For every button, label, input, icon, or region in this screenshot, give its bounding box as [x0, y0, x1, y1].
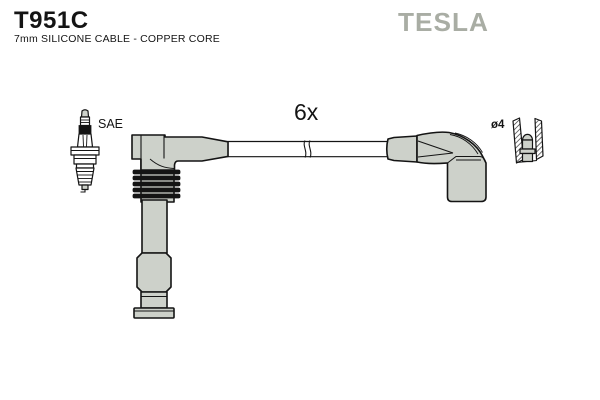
- plug-flange: [70, 146, 100, 156]
- right-boot-mold-line: [454, 132, 483, 153]
- terminal-stud-body: [521, 139, 534, 150]
- left-boot: [131, 134, 229, 319]
- cable-break-mark: [308, 140, 312, 158]
- spark-plug-icon: [70, 109, 100, 193]
- right-boot-ridge: [447, 155, 487, 164]
- terminal-stud-base: [521, 152, 534, 163]
- part-number: T951C: [14, 7, 89, 34]
- left-boot-neck: [140, 291, 168, 309]
- cable: [227, 140, 389, 158]
- right-boot-body: [416, 131, 487, 203]
- right-boot: [385, 131, 487, 203]
- left-boot-shaft: [141, 199, 168, 254]
- terminal-stud-dome: [521, 133, 534, 141]
- sae-label: SAE: [98, 117, 123, 131]
- plug-threads: [75, 167, 95, 186]
- terminal-connector-drawing: [512, 117, 544, 164]
- left-boot-bulge: [136, 252, 172, 293]
- terminal-cup-right-wall: [534, 117, 544, 161]
- brand-logo: TESLA: [398, 7, 489, 37]
- left-boot-fin: [132, 169, 181, 175]
- right-boot-mold-line: [449, 134, 479, 155]
- right-boot-sleeve: [385, 135, 418, 163]
- quantity-label: 6x: [294, 99, 319, 125]
- left-boot-fin: [132, 187, 181, 193]
- left-boot-arm: [131, 134, 229, 171]
- left-boot-foot: [133, 307, 175, 319]
- cable-break-mark: [303, 140, 307, 158]
- plug-post: [79, 116, 91, 127]
- plug-hex: [73, 154, 97, 165]
- left-boot-fin: [132, 181, 181, 187]
- plug-insulator: [76, 133, 94, 148]
- diameter-label: ø4: [491, 119, 505, 131]
- left-boot-elbow-seam: [149, 158, 175, 169]
- terminal-stud-flange: [519, 148, 536, 155]
- plug-tip: [81, 184, 89, 191]
- plug-terminal-nub: [80, 109, 90, 118]
- plug-electrode: [80, 189, 86, 193]
- plug-insulator-band: [78, 125, 92, 135]
- part-description: 7mm SILICONE CABLE - COPPER CORE: [14, 33, 220, 45]
- left-boot-fin: [132, 193, 181, 199]
- left-boot-fin: [132, 175, 181, 181]
- ignition-cable-drawing: [131, 131, 487, 319]
- right-boot-entry-seam: [417, 140, 454, 158]
